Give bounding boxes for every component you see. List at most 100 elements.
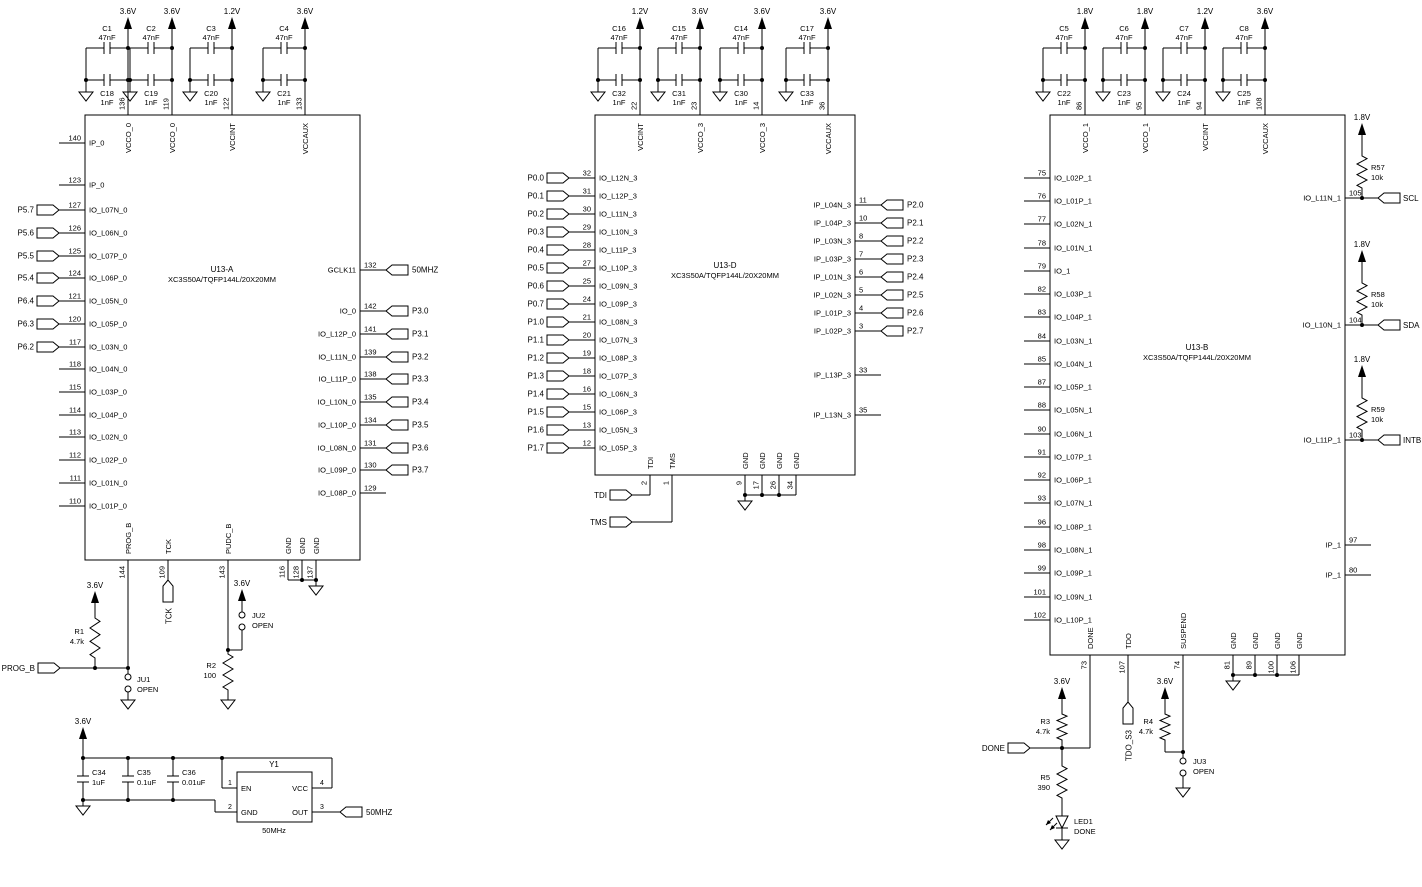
led-label: DONE bbox=[1074, 827, 1096, 836]
pin-label: IO_L07N_0 bbox=[89, 206, 127, 215]
pin-label: GND bbox=[1229, 632, 1238, 649]
power-net-label: 3.6V bbox=[1157, 677, 1174, 686]
power-arrow bbox=[301, 17, 309, 29]
pin-number: 132 bbox=[364, 261, 377, 270]
net-label: P5.5 bbox=[18, 252, 35, 261]
net-connector-flag bbox=[385, 305, 409, 317]
pin-number: 10 bbox=[859, 214, 867, 223]
net-label: INTB bbox=[1403, 436, 1421, 445]
net-label: P3.4 bbox=[412, 398, 429, 407]
pin-label: GND bbox=[758, 452, 767, 469]
cap-ref: C2 bbox=[146, 24, 156, 33]
junction-dot bbox=[760, 46, 764, 50]
pin-number: 101 bbox=[1033, 588, 1046, 597]
pin-label: IP_L04P_3 bbox=[814, 219, 851, 228]
pin-number: 2 bbox=[228, 804, 232, 811]
power-net-label: 3.6V bbox=[234, 579, 251, 588]
net-connector-flag bbox=[1377, 192, 1401, 204]
oscillator-body bbox=[236, 771, 313, 823]
ground-symbol bbox=[1224, 680, 1242, 691]
power-arrow bbox=[1141, 17, 1149, 29]
net-label: P0.4 bbox=[528, 246, 545, 255]
pin-label: IO_L10N_3 bbox=[599, 228, 637, 237]
ground-symbol bbox=[1174, 787, 1192, 798]
cap-value: 0.1uF bbox=[137, 778, 157, 787]
net-label: P3.2 bbox=[412, 353, 429, 362]
resistor-ref: R5 bbox=[1040, 773, 1050, 782]
cap-ref: C7 bbox=[1179, 24, 1189, 33]
pin-number: 144 bbox=[118, 566, 127, 579]
pin-number: 107 bbox=[1118, 661, 1127, 674]
pin-number: 12 bbox=[583, 439, 591, 448]
resistor-symbol bbox=[1355, 279, 1369, 319]
power-arrow bbox=[636, 17, 644, 29]
net-connector-flag bbox=[546, 334, 570, 346]
pin-number: 91 bbox=[1038, 448, 1046, 457]
pin-number: 118 bbox=[69, 360, 81, 369]
power-net-label: 3.6V bbox=[754, 7, 771, 16]
cap-value: 47nF bbox=[1175, 33, 1193, 42]
net-label: P3.0 bbox=[412, 307, 429, 316]
pin-number: 139 bbox=[364, 348, 377, 357]
cap-ref: C8 bbox=[1239, 24, 1249, 33]
junction-dot bbox=[718, 78, 722, 82]
net-connector-flag bbox=[36, 272, 60, 284]
pin-number: 20 bbox=[583, 331, 591, 340]
pin-number: 119 bbox=[162, 98, 171, 110]
pin-label: VCCO_3 bbox=[696, 123, 705, 153]
net-connector-flag bbox=[546, 298, 570, 310]
pin-label: IO_L08N_0 bbox=[318, 444, 356, 453]
pin-label: IO_L02P_0 bbox=[89, 456, 127, 465]
cap-ref: C19 bbox=[144, 89, 158, 98]
junction-dot bbox=[188, 78, 192, 82]
cap-value: 47nF bbox=[98, 33, 116, 42]
pin-number: 82 bbox=[1038, 285, 1046, 294]
pin-label: GND bbox=[241, 808, 258, 817]
net-label: P1.1 bbox=[528, 336, 545, 345]
pin-label: VCCO_1 bbox=[1141, 123, 1150, 153]
junction-dot bbox=[1083, 46, 1087, 50]
net-connector-flag bbox=[1377, 319, 1401, 331]
pin-number: 1 bbox=[662, 481, 671, 485]
power-arrow bbox=[238, 589, 246, 601]
net-label: P2.6 bbox=[907, 309, 924, 318]
net-label: P1.4 bbox=[528, 390, 545, 399]
cap-value: 47nF bbox=[610, 33, 628, 42]
pin-number: 7 bbox=[859, 250, 863, 259]
led-ref: LED1 bbox=[1074, 817, 1093, 826]
junction-dot bbox=[596, 78, 600, 82]
net-label: P0.2 bbox=[528, 210, 545, 219]
pin-number: 120 bbox=[68, 315, 81, 324]
pin-label: IO_L01N_0 bbox=[89, 479, 127, 488]
pin-number: 93 bbox=[1038, 494, 1046, 503]
pin-number: 19 bbox=[583, 349, 591, 358]
pin-number: 35 bbox=[859, 406, 867, 415]
ic-ref-label: U13-A bbox=[211, 265, 234, 274]
pin-number: 3 bbox=[320, 804, 324, 811]
resistor-symbol bbox=[1355, 152, 1369, 192]
net-connector-flag bbox=[36, 295, 60, 307]
net-label: P1.5 bbox=[528, 408, 545, 417]
pin-number: 13 bbox=[583, 421, 591, 430]
cap-ref: C15 bbox=[672, 24, 686, 33]
jumper-state: OPEN bbox=[252, 621, 273, 630]
pin-number: 138 bbox=[364, 370, 377, 379]
power-net-label: 3.6V bbox=[75, 717, 92, 726]
pin-number: 4 bbox=[320, 780, 324, 787]
pin-label: IO_L05N_3 bbox=[599, 426, 637, 435]
power-net-label: 1.2V bbox=[1197, 7, 1214, 16]
junction-dot bbox=[170, 78, 174, 82]
jumper-ref: JU2 bbox=[252, 611, 265, 620]
pin-label: IO_L05P_3 bbox=[599, 444, 637, 453]
resistor-value: 10k bbox=[1371, 173, 1383, 182]
pin-label: IO_L06N_0 bbox=[89, 229, 127, 238]
net-connector-flag bbox=[880, 253, 904, 265]
junction-dot bbox=[698, 46, 702, 50]
pin-number: 126 bbox=[68, 224, 81, 233]
junction-dot bbox=[1253, 673, 1257, 677]
junction-dot bbox=[1275, 673, 1279, 677]
pin-number: 15 bbox=[583, 403, 591, 412]
ic-part-label: XC3S50A/TQFP144L/20X20MM bbox=[671, 271, 779, 280]
net-label: P6.4 bbox=[18, 297, 35, 306]
